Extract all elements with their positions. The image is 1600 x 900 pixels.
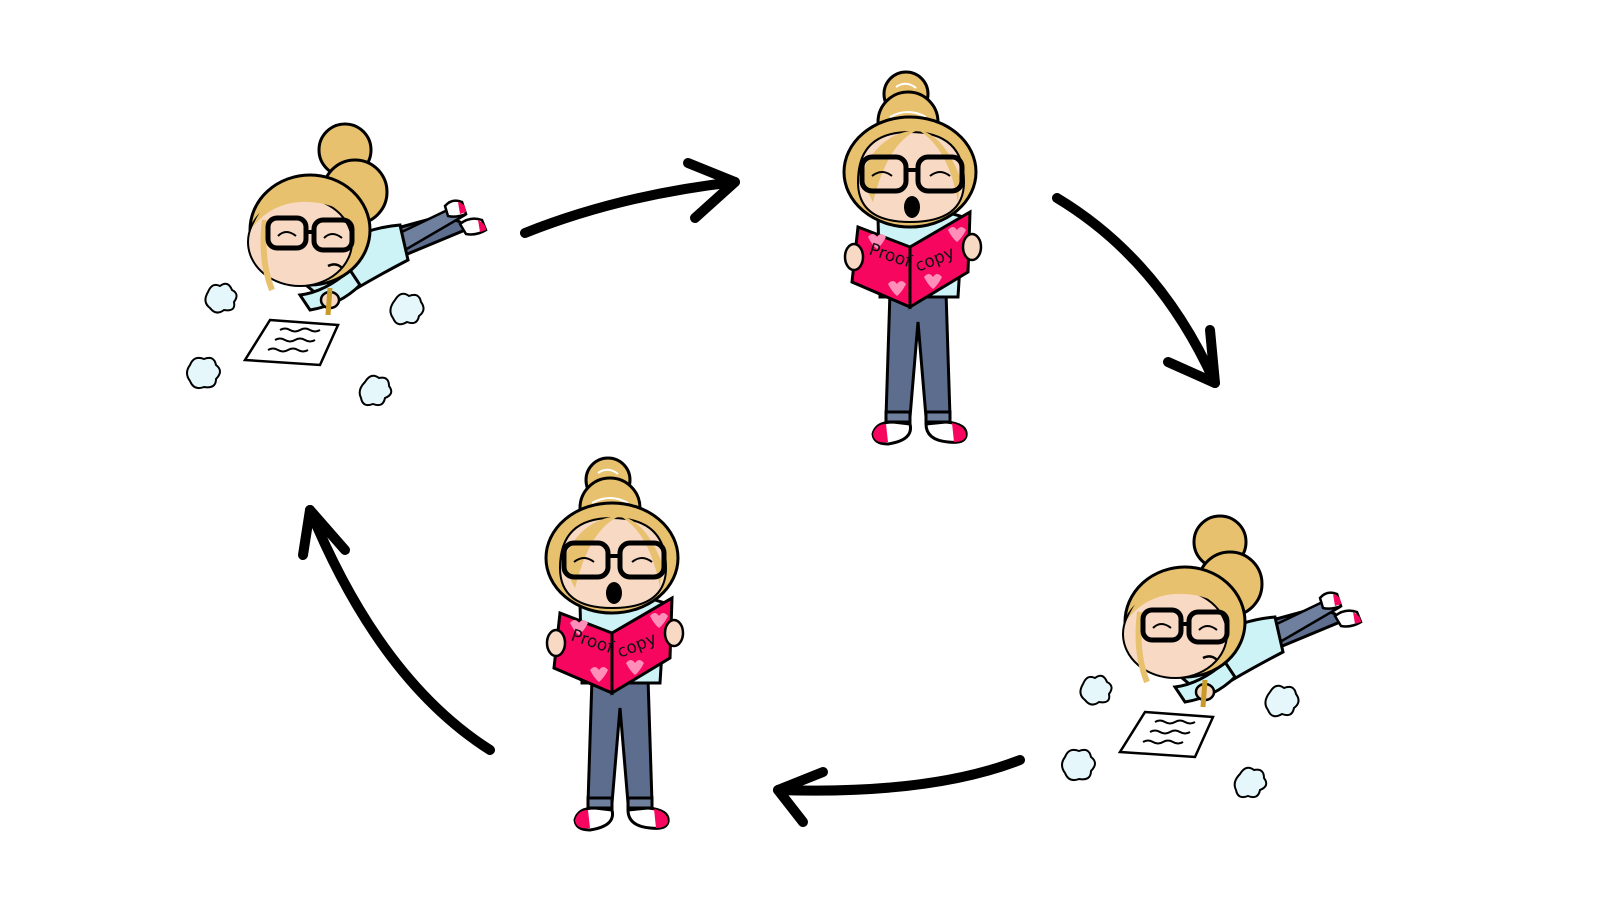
stage-reading-figure-2: Proof copy <box>546 458 683 830</box>
stage-reading-figure-1: Proof copy <box>844 72 981 444</box>
arrow-right <box>1052 193 1220 388</box>
arrow-bottom <box>773 755 1025 827</box>
stage-writing-figure-2 <box>1062 516 1361 797</box>
stage-writing-figure-1 <box>187 124 486 405</box>
arrow-top <box>520 158 740 238</box>
arrow-left <box>298 505 495 755</box>
